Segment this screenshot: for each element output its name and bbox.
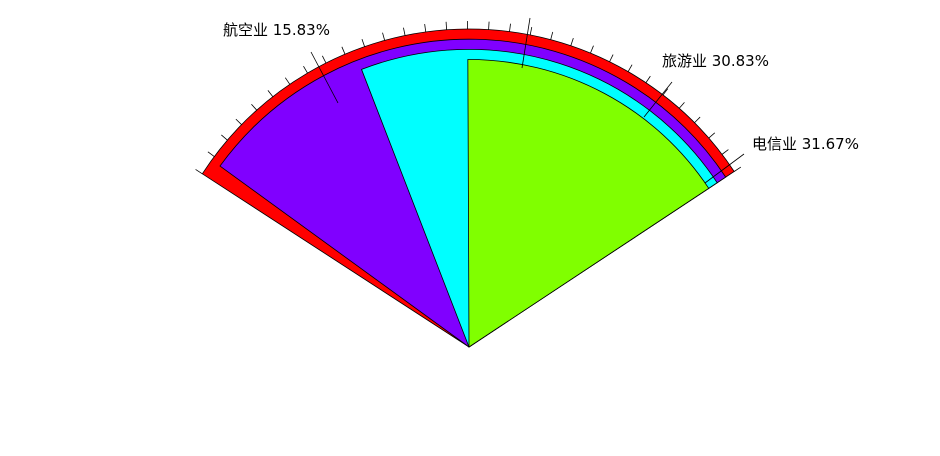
fan-sector-3 [467, 59, 710, 348]
rim-tick [321, 55, 327, 64]
slice-labels: 电信业 31.67% 旅游业 30.83% 航空业 15.83% [223, 21, 859, 153]
rim-tick [529, 27, 533, 36]
leader-line-3 [310, 51, 339, 104]
rim-tick [424, 23, 427, 33]
rim-tick [361, 38, 365, 47]
rim-tick [403, 27, 406, 36]
slice-label-telecom: 电信业 31.67% [752, 135, 859, 153]
rim-tick [645, 75, 651, 83]
leader-line-1 [643, 81, 673, 118]
rim-tick [445, 21, 448, 30]
rim-tick [195, 169, 203, 175]
rim-tick [341, 46, 346, 55]
rim-tick [708, 132, 716, 139]
rim-tick [694, 116, 701, 124]
rim-tick [251, 103, 258, 111]
rim-tick [284, 77, 291, 85]
rim-tick [221, 134, 228, 141]
rim-tick [627, 64, 633, 72]
rim-tick [267, 90, 274, 97]
label-leaders [310, 17, 745, 184]
rim-tick [590, 45, 594, 54]
rim-tick [235, 118, 242, 125]
leader-line-2 [521, 17, 531, 69]
fan-ticks [195, 20, 742, 175]
rim-tick [382, 32, 386, 41]
leader-line-0 [704, 153, 745, 184]
rim-tick [509, 23, 511, 32]
fan-sectors [201, 28, 735, 348]
slice-label-tourism: 旅游业 30.83% [662, 52, 769, 70]
rim-tick [721, 149, 729, 155]
rim-tick [570, 38, 574, 46]
rim-tick [303, 65, 308, 74]
rim-tick [207, 151, 215, 157]
slice-label-aviation: 航空业 15.83% [223, 21, 330, 39]
rim-tick [609, 54, 614, 62]
rim-tick [662, 88, 669, 96]
rim-tick [550, 31, 554, 40]
rim-tick [678, 102, 685, 109]
rim-tick [733, 166, 742, 172]
